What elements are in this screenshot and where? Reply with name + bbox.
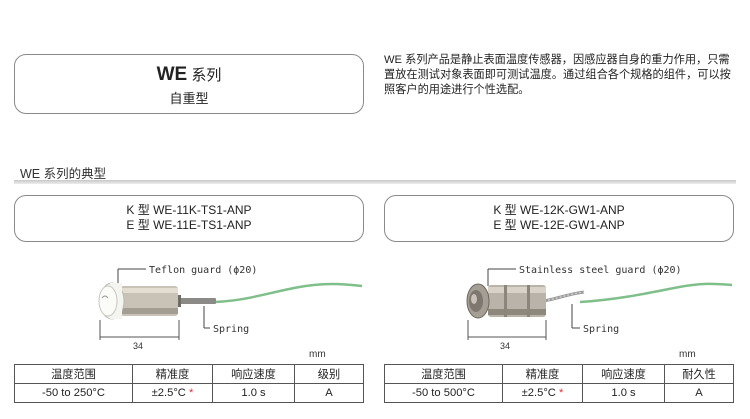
model-line-k: K 型 WE-11K-TS1-ANP — [126, 203, 252, 217]
header-class: 级别 — [294, 364, 364, 384]
cell-temp-range: -50 to 500°C — [384, 383, 503, 403]
cell-accuracy: ±2.5°C * — [502, 383, 583, 403]
header-accuracy: 精准度 — [132, 364, 213, 384]
cell-class: A — [294, 383, 364, 403]
guard-callout: Stainless steel guard (ϕ20) — [519, 265, 682, 276]
series-code: WE — [156, 64, 188, 85]
header-temp-range: 温度范围 — [14, 364, 133, 384]
unit-label: mm — [679, 349, 696, 360]
sensor-cable — [579, 282, 733, 304]
model-line-e: E 型 WE-11E-TS1-ANP — [126, 218, 252, 232]
table-header-row: 温度范围 精准度 响应速度 级别 — [14, 364, 364, 384]
section-divider — [14, 180, 736, 184]
unit-label: mm — [309, 349, 326, 360]
table-row: -50 to 250°C ±2.5°C * 1.0 s A — [14, 383, 364, 403]
cell-accuracy: ±2.5°C * — [132, 383, 213, 403]
table-header-row: 温度范围 精准度 响应速度 耐久性 — [384, 364, 734, 384]
model-line-k: K 型 WE-12K-GW1-ANP — [493, 203, 625, 217]
cell-response: 1.0 s — [212, 383, 295, 403]
sensor-illustration-steel: Stainless steel guard (ϕ20) Spring 34 — [466, 265, 733, 351]
spring-callout: Spring — [213, 324, 249, 335]
guard-callout: Teflon guard (ϕ20) — [149, 265, 257, 276]
dimension-label: 34 — [500, 341, 510, 351]
model-box-right: K 型 WE-12K-GW1-ANP E 型 WE-12E-GW1-ANP — [384, 195, 734, 242]
header-response: 响应速度 — [582, 364, 665, 384]
spec-table-right: 温度范围 精准度 响应速度 耐久性 -50 to 500°C ±2.5°C * … — [384, 364, 734, 403]
header-response: 响应速度 — [212, 364, 295, 384]
sensor-illustration-teflon: Teflon guard (ϕ20) Spring 34 — [98, 265, 363, 351]
header-temp-range: 温度范围 — [384, 364, 503, 384]
series-word: 系列 — [191, 67, 222, 84]
model-box-left: K 型 WE-11K-TS1-ANP E 型 WE-11E-TS1-ANP — [14, 195, 364, 242]
cell-durability: A — [664, 383, 734, 403]
accuracy-value: ±2.5°C — [151, 387, 186, 399]
section-title: WE 系列的典型 — [20, 167, 107, 181]
accuracy-value: ±2.5°C — [521, 387, 556, 399]
accuracy-asterisk: * — [559, 387, 564, 399]
series-title-box: WE 系列 自重型 — [14, 54, 364, 114]
cell-response: 1.0 s — [582, 383, 665, 403]
probe-tube — [178, 298, 216, 304]
table-row: -50 to 500°C ±2.5°C * 1.0 s A — [384, 383, 734, 403]
series-subtitle: 自重型 — [169, 91, 209, 106]
sensor-cable — [213, 282, 363, 304]
intro-paragraph: WE 系列产品是静止表面温度传感器，因感应器自身的重力作用，只需置放在测试对象表… — [384, 54, 731, 96]
dimension-label: 34 — [133, 341, 143, 351]
cell-temp-range: -50 to 250°C — [14, 383, 133, 403]
spec-table-left: 温度范围 精准度 响应速度 级别 -50 to 250°C ±2.5°C * 1… — [14, 364, 364, 403]
accuracy-asterisk: * — [189, 387, 194, 399]
header-durability: 耐久性 — [664, 364, 734, 384]
spring-callout: Spring — [583, 324, 619, 335]
header-accuracy: 精准度 — [502, 364, 583, 384]
series-title: WE 系列 — [15, 64, 363, 86]
model-line-e: E 型 WE-12E-GW1-ANP — [493, 218, 625, 232]
